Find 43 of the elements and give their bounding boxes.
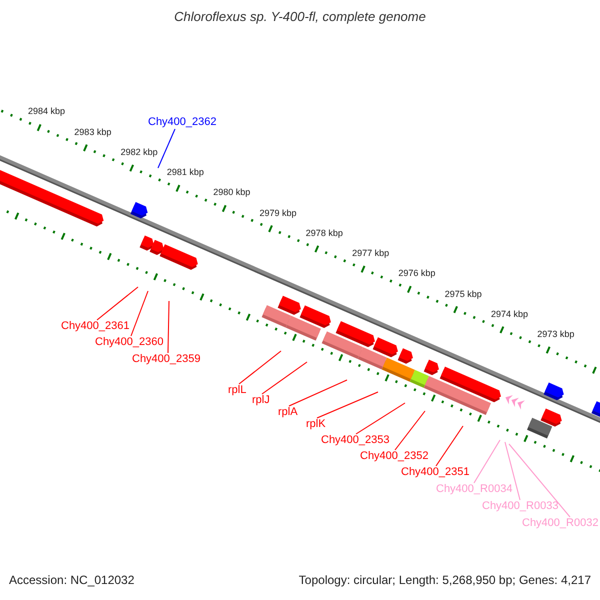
- scale-label: 2976 kbp: [398, 268, 436, 280]
- accession-text: Accession: NC_012032: [9, 573, 134, 587]
- leader-line: [158, 128, 176, 168]
- scale-label: 2984 kbp: [28, 106, 66, 118]
- scale-label: 2975 kbp: [444, 288, 482, 300]
- scale-label: 2974 kbp: [491, 308, 528, 320]
- leader-line: [238, 350, 282, 384]
- gene-label: Chy400_R0033: [482, 500, 558, 512]
- leader-line: [436, 426, 464, 466]
- scale-label: 2978 kbp: [306, 228, 343, 239]
- gene-label: rplK: [306, 418, 326, 430]
- gene-label: Chy400_R0034: [436, 483, 512, 495]
- leader-line: [316, 392, 378, 418]
- gene-label: Chy400_2360: [95, 336, 164, 348]
- leader-line: [130, 290, 148, 336]
- scale-label: 2973 kbp: [537, 329, 574, 340]
- leader-line: [504, 442, 520, 500]
- gene-label: rplL: [228, 384, 246, 396]
- scale-label: 2979 kbp: [260, 208, 297, 219]
- leader-line: [394, 410, 426, 450]
- scale-label: 2982 kbp: [120, 146, 158, 158]
- gene-label: rplA: [278, 406, 298, 418]
- gene-label: Chy400_2351: [401, 466, 470, 478]
- leader-line: [288, 380, 348, 406]
- title: Chloroflexus sp. Y-400-fl, complete genome: [174, 9, 426, 25]
- scale-label: 2977 kbp: [352, 248, 390, 260]
- scale-label: 2980 kbp: [213, 187, 250, 198]
- gene-label: Chy400_R0032: [522, 517, 598, 529]
- gene-label: Chy400_2361: [61, 320, 130, 332]
- gene-label: Chy400_2359: [132, 353, 201, 365]
- genome-summary-text: Topology: circular; Length: 5,268,950 bp; Genes: 4,217: [298, 573, 591, 587]
- gene-label: Chy400_2352: [360, 450, 429, 462]
- scale-label: 2981 kbp: [166, 167, 204, 178]
- leader-line: [168, 300, 170, 354]
- scale-label: 2983 kbp: [74, 126, 112, 138]
- gene-label: Chy400_2362: [148, 116, 217, 128]
- leader-line: [262, 362, 308, 394]
- leader-line: [508, 444, 570, 518]
- gene-label: Chy400_2353: [321, 434, 390, 446]
- gene-label: rplJ: [252, 394, 270, 406]
- leader-line: [356, 402, 406, 434]
- leader-line: [96, 286, 138, 320]
- leader-line: [474, 440, 500, 484]
